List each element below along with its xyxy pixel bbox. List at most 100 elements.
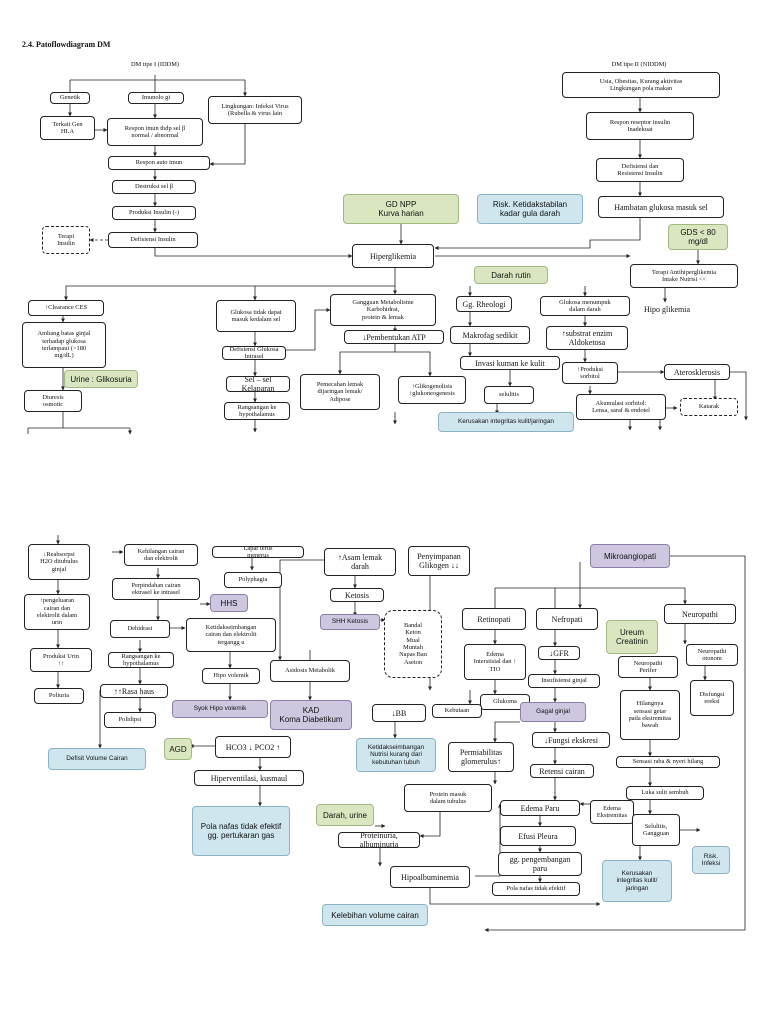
urine-glikosuria-badge: Urine : Glikosuria (64, 370, 138, 388)
aterosklerosis-node: Aterosklerosis (664, 364, 730, 380)
asidosis-node: Asidosis Metabolik (270, 660, 350, 682)
lapar-terus-node: Lapar terus menerus (212, 546, 304, 558)
pembentukan-atp-node: ↓Pembentukan ATP (344, 330, 444, 344)
terapi-insulin-node: Terapi Insulin (42, 226, 90, 254)
genetik-node: Genetik (50, 92, 90, 104)
hhs-badge: HHS (210, 594, 248, 612)
hiperglikemia-node: Hiperglikemia (352, 244, 434, 268)
ketidakseimbangan-nutrisi-badge: Ketidakseimbangan Nutrisi kurang dari ke… (356, 738, 436, 772)
badan-keton-node: Bandal Keton Mual Muntah Napas Bau Aseto… (384, 610, 442, 678)
kebutaan-node: Kebutaan (432, 704, 482, 718)
asam-lemak-node: ↑Asam lemak darah (324, 548, 396, 576)
shh-ketosis-badge: SHH Ketosis (320, 614, 380, 630)
retinopati-node: Retinopati (462, 608, 526, 630)
substrat-enzim-node: ↑substrat enzim Aldoketosa (546, 326, 628, 350)
sensasi-raba-node: Sensasi raba & nyeri hilang (616, 756, 720, 768)
kehilangan-cairan-node: Kehilangan cairan dan elektrolit (124, 544, 198, 566)
gds-badge: GDS < 80 mg/dl (668, 224, 728, 250)
defisiensi-insulin-node: Defisiensi Insulin (108, 232, 198, 248)
imunologi-node: Imunolo gi (128, 92, 184, 104)
bb-turun-node: ↓BB (372, 704, 426, 722)
hco3-node: HCO3 ↓ PCO2 ↑ (215, 736, 291, 758)
luka-sulit-node: Luka sulit sembuh (626, 786, 704, 800)
respon-imun-node: Respon imun thdp sel β normal / abnormal (107, 118, 203, 146)
katarak-node: Katarak (680, 398, 738, 416)
produksi-insulin-node: Produksi Insulin (-) (112, 206, 196, 220)
polyphagia-node: Polyphagia (224, 572, 282, 588)
produksi-sorbitol-node: ↑Produksi sorbitol (562, 362, 618, 384)
insufisiensi-ginjal-node: Insufisiensi ginjal (528, 674, 600, 688)
proteinuria-node: Proteinuria, albuminuria (338, 832, 420, 848)
kerusakan-integritas-2-badge: Kerusakan integritas kulit/ jaringan (602, 860, 672, 902)
edema-interstisial-node: Edema Interstisial dan ↑ TIO (464, 644, 526, 680)
ambang-node: Ambang batas ginjal terhadap glukosa ter… (22, 322, 106, 368)
rasa-haus-node: ↑↑Rasa haus (100, 684, 168, 698)
selulitis-gangguan-node: Selulitis, Gangguan (632, 814, 680, 846)
rangsang-hypo1-node: Rangsangan ke hypothalamus (224, 402, 290, 420)
reabsorpsi-node: ↓Reabsorpsi H2O ditubulus ginjal (28, 544, 90, 580)
dm-type2-label: DM tipe II (NIDDM) (611, 61, 667, 69)
kad-badge: KAD Koma Diabetikum (270, 700, 352, 730)
agd-badge: AGD (164, 738, 192, 760)
kerusakan-integritas-badge: Kerusakan integritas kulit/jaringan (438, 412, 574, 432)
hipovolemik-node: Hipo volemik (202, 668, 260, 684)
disfungsi-ereksi-node: Disfungsi ereksi (690, 680, 734, 716)
faktor-dm2-node: Usia, Obesitas, Kurang aktivitas Lingkun… (562, 72, 720, 98)
defisiensi-resistensi-node: Defisiensi dan Resistensi Insulin (596, 158, 684, 182)
pola-nafas-badge: Pola nafas tidak efektif gg. pertukaran … (192, 806, 290, 856)
kelebihan-volume-badge: Kelebihan volume cairan (322, 904, 428, 926)
defisiensi-glukosa-node: Defisiensi Glukosa Intrasel (222, 346, 286, 360)
clearance-ces-node: ↑Clearance CES (28, 300, 104, 316)
gangguan-metabolisme-node: Gangguan Metabolisme Karbohidrat, protei… (330, 294, 436, 326)
sel-kelaparan-node: Sel – sel Kelaparan (226, 376, 290, 392)
produksi-urin-node: Produksi Urin ↑↑ (30, 648, 92, 672)
neuropathi-node: Neuropathi (664, 604, 736, 624)
hambatan-node: Hambatan glukosa masuk sel (598, 196, 724, 218)
protein-masuk-node: Protein masuk dalam tubulus (404, 784, 492, 812)
rangsang-hypo2-node: Rangsangan ke hypothalamus (108, 652, 174, 668)
glukosa-menumpuk-node: Glukosa menumpuk dalam darah (540, 296, 630, 316)
penyimpanan-glikogen-node: Penyimpanan Glikogen ↓↓ (408, 546, 470, 576)
risk-infeksi-badge: Risk. Infeksi (692, 846, 730, 874)
polidipsi-node: Polidipsi (104, 712, 156, 728)
dehidrasi-node: Dehidrasi (110, 620, 170, 638)
glukoma-node: Glukoma (480, 694, 530, 710)
ketosis-node: Ketosis (330, 588, 384, 602)
gg-rheologi-node: Gg. Rheologi (456, 296, 512, 312)
selulitis-node: selulitis (484, 386, 534, 404)
syok-badge: Syok Hipo volemik (172, 700, 268, 718)
pola-nafas-2-node: Pola nafas tidak efektif (492, 882, 580, 896)
glikogenolisis-node: ↑Glikogenolisis ↑glukoneogenesis (398, 376, 466, 404)
hipoalbuminemia-node: Hipoalbuminemia (390, 866, 470, 888)
neuropathi-perifer-node: Neuropathi Perifer (618, 656, 678, 678)
fungsi-ekskresi-node: ↓Fungsi ekskresi (532, 732, 610, 748)
pemecahan-lemak-node: Pemecahan lemak dijaringan lemak/ Adipos… (300, 374, 380, 410)
hiperventilasi-node: Hiperventilasi, kusmaul (194, 770, 304, 786)
ureum-badge: Ureum Creatinin (606, 620, 658, 654)
gd-npp-badge: GD NPP Kurva harian (343, 194, 459, 224)
reseptor-node: Respon reseptor insulin Inadekuat (586, 112, 694, 140)
invasi-kuman-node: Invasi kuman ke kulit (460, 356, 560, 370)
gagal-ginjal-badge: Gagal ginjal (520, 702, 586, 722)
retensi-cairan-node: Retensi cairan (530, 764, 594, 778)
darah-urine-badge: Darah, urine (316, 804, 374, 826)
poliuria-node: Poliuria (34, 688, 84, 704)
glukosa-tidak-masuk-node: Glukosa tidak dapat masuk kedalam sel (216, 300, 296, 332)
darah-rutin-badge: Darah rutin (474, 266, 548, 284)
akumulasi-sorbitol-node: Akumulasi sorbitol: Lensa, saraf & endot… (576, 394, 666, 420)
efusi-pleura-node: Efusi Pleura (500, 826, 576, 846)
gfr-node: ↓GFR (538, 646, 580, 660)
nefropati-node: Nefropati (536, 608, 598, 630)
hilangnya-sensasi-node: Hilangnya sensasi getar pada ekstremitas… (620, 690, 680, 740)
page-title: 2.4. Patoflowdiagram DM (22, 40, 111, 49)
pengeluaran-cairan-node: ↑pengeluaran cairan dan elektrolit dalam… (24, 594, 90, 630)
lingkungan-node: Lingkungan: Infeksi Virus (Rubella & vir… (208, 96, 302, 124)
autoimun-node: Respon auto imun (108, 156, 210, 170)
neuropathi-otonom-node: Neuropathi otonom (686, 644, 738, 666)
makrofag-node: Makrofag sedikit (450, 326, 530, 344)
perpindahan-cairan-node: Perpindahan cairan ektrasel ke intrasel (112, 578, 200, 600)
edema-ekstremitas-node: Edema Ekstremitas (590, 800, 634, 824)
destruksi-node: Destruksi sel β (112, 180, 196, 194)
edema-paru-node: Edema Paru (500, 800, 580, 816)
